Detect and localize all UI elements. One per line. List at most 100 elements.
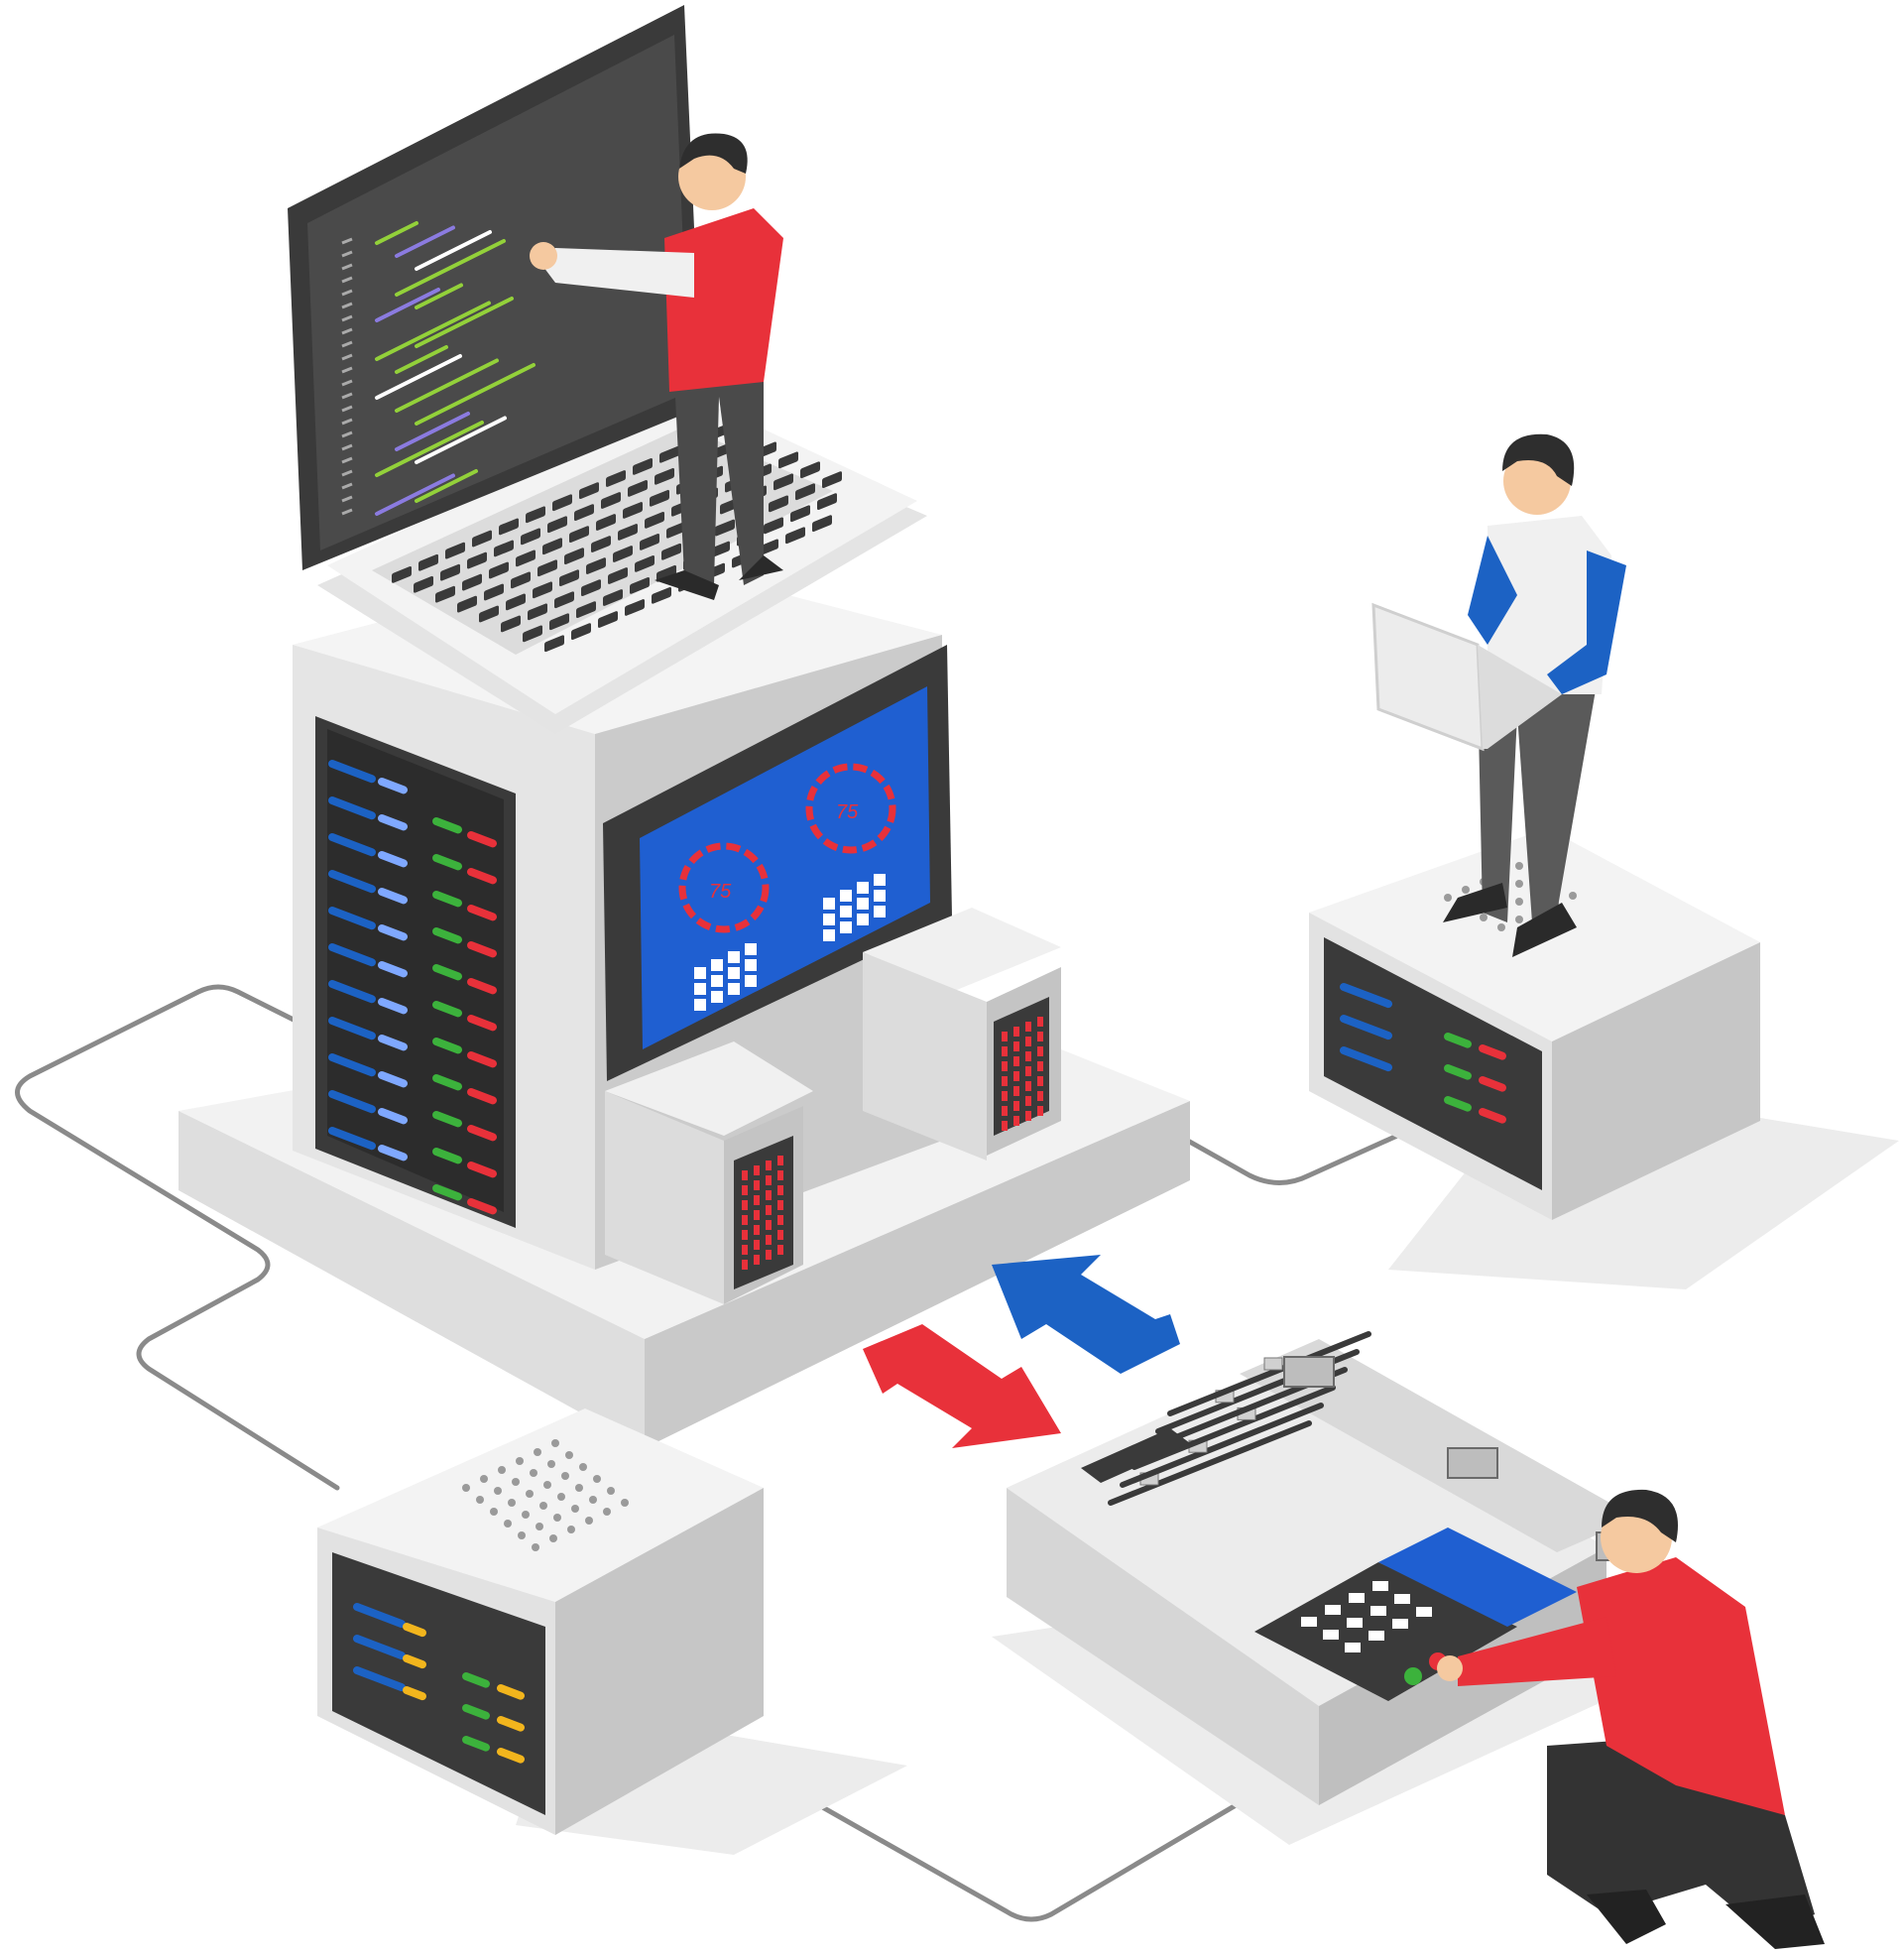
- laptop-key: [654, 467, 674, 485]
- rack-led-blue: [328, 796, 376, 820]
- cable-right-link: [1167, 1128, 1411, 1185]
- code-line: [375, 354, 462, 400]
- console-back-ledge: [1240, 1339, 1636, 1552]
- console-green-button: [1404, 1667, 1422, 1685]
- vent-led: [766, 1235, 772, 1245]
- vent-led: [766, 1250, 772, 1260]
- vent-led: [1013, 1116, 1019, 1126]
- rack-led-light: [378, 998, 408, 1015]
- dashboard-tile: [840, 890, 852, 902]
- grille-hole: [462, 1484, 470, 1492]
- dashboard-tile: [745, 959, 757, 971]
- laptop-key: [544, 635, 564, 653]
- vent-led: [1037, 1106, 1043, 1116]
- code-line: [375, 473, 455, 516]
- code-line: [375, 221, 418, 245]
- server-led-green: [462, 1704, 490, 1720]
- vent-led: [742, 1185, 748, 1195]
- laptop-key: [467, 551, 487, 569]
- rack-led-light: [378, 851, 408, 868]
- grille-hole: [1480, 914, 1488, 921]
- person-engineer: [1371, 433, 1626, 957]
- laptop-key: [640, 533, 659, 550]
- dashboard-tile: [694, 967, 706, 979]
- server-led-green: [462, 1736, 490, 1752]
- code-line-number: [341, 366, 353, 374]
- laptop-key: [516, 550, 536, 567]
- laptop-key: [710, 541, 730, 558]
- code-line-number: [341, 263, 353, 271]
- laptop-key: [769, 495, 788, 513]
- server-led-red: [1479, 1076, 1506, 1092]
- grille-hole: [571, 1505, 579, 1513]
- code-line-number: [341, 495, 353, 503]
- grille-hole: [1515, 880, 1523, 888]
- vent-led: [1002, 1076, 1008, 1086]
- rack-led-blue: [328, 833, 376, 857]
- laptop-key: [547, 516, 567, 534]
- code-line-number: [341, 405, 353, 413]
- unit-vent-leds: [742, 1017, 1043, 1270]
- laptop-key: [613, 546, 633, 562]
- vent-led: [1002, 1061, 1008, 1071]
- rack-led-green: [432, 1001, 462, 1018]
- arrow-down-right-red: [863, 1324, 1061, 1448]
- laptop-key: [445, 542, 465, 559]
- grille-hole: [593, 1475, 601, 1483]
- grille-hole: [504, 1520, 512, 1528]
- laptop-key: [506, 593, 526, 611]
- grille-hole: [508, 1499, 516, 1507]
- laptop-key: [576, 601, 596, 619]
- server-led-green: [1444, 1096, 1472, 1112]
- laptop-key: [511, 571, 531, 589]
- dashboard-tile: [711, 991, 723, 1003]
- laptop-key: [542, 538, 562, 555]
- vent-led: [1002, 1091, 1008, 1101]
- bl-server-leds: [353, 1603, 525, 1764]
- laptop-key: [623, 502, 643, 519]
- rack-led-green: [432, 817, 462, 834]
- code-line: [415, 230, 492, 271]
- laptop-key: [537, 559, 557, 577]
- vent-led: [1025, 1111, 1031, 1121]
- tower-rack-leds: [328, 760, 497, 1215]
- vent-led: [766, 1190, 772, 1200]
- console-lcd: [1378, 1528, 1577, 1627]
- technician-legs: [1547, 1736, 1815, 1934]
- rack-led-red: [467, 941, 497, 958]
- grille-hole: [579, 1463, 587, 1471]
- laptop-key: [533, 581, 552, 599]
- laptop-key: [790, 505, 810, 523]
- laptop-key: [574, 504, 594, 522]
- grille-hole: [1444, 894, 1452, 902]
- server-led-yellow: [403, 1623, 426, 1638]
- rack-led-blue: [328, 1090, 376, 1114]
- laptop-key: [484, 583, 504, 601]
- laptop-key: [628, 480, 648, 497]
- rack-led-red: [467, 978, 497, 995]
- vent-led: [1037, 1046, 1043, 1056]
- laptop-key: [552, 494, 572, 512]
- grille-hole: [551, 1439, 559, 1447]
- rack-led-green: [432, 964, 462, 981]
- grille-hole: [603, 1508, 611, 1516]
- technician-hand: [1437, 1655, 1463, 1681]
- grille-hole: [1462, 886, 1470, 894]
- grille-hole: [518, 1531, 526, 1539]
- rack-led-blue: [328, 1127, 376, 1151]
- developer-hair: [679, 133, 748, 174]
- code-line: [395, 358, 499, 413]
- engineer-arm-right: [1547, 550, 1626, 694]
- rack-led-green: [432, 1148, 462, 1164]
- cable-left-loop: [15, 984, 340, 1491]
- code-line: [415, 363, 536, 426]
- grille-hole: [1497, 923, 1505, 931]
- vent-led: [1037, 1061, 1043, 1071]
- rack-led-blue: [328, 1053, 376, 1077]
- rack-led-light: [378, 1071, 408, 1088]
- code-line: [415, 469, 478, 503]
- rack-led-blue: [328, 1017, 376, 1040]
- right-server-leds: [1340, 983, 1506, 1124]
- rack-led-green: [432, 1111, 462, 1128]
